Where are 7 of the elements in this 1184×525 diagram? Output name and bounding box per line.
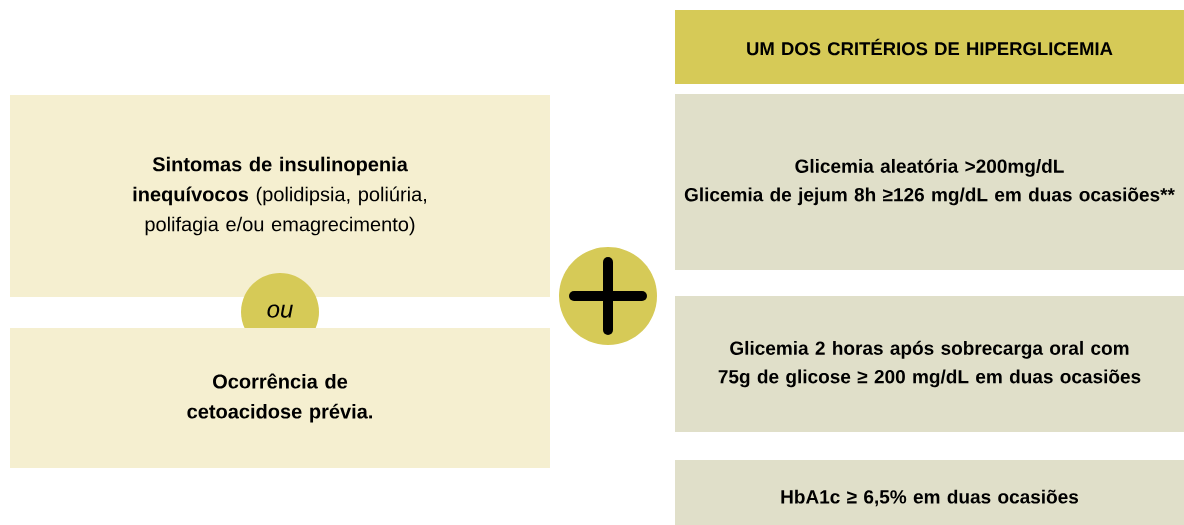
symptom-box: Sintomas de insulinopenia inequívocos (polidipsia, poliúria, polifagia e/ou emagrecimento) bbox=[10, 95, 550, 297]
symptom-box: Ocorrência de cetoacidose prévia. bbox=[10, 328, 550, 468]
plus-circle bbox=[559, 247, 657, 345]
criterion-box: Glicemia aleatória >200mg/dL Glicemia de jejum 8h ≥126 mg/dL em duas ocasiões** bbox=[675, 94, 1184, 270]
criterion-box: Glicemia 2 horas após sobrecarga oral com 75g de glicose ≥ 200 mg/dL em duas ocasiões bbox=[675, 296, 1184, 432]
criterion-box: HbA1c ≥ 6,5% em duas ocasiões bbox=[675, 460, 1184, 525]
header-band: UM DOS CRITÉRIOS DE HIPERGLICEMIA bbox=[675, 10, 1184, 84]
